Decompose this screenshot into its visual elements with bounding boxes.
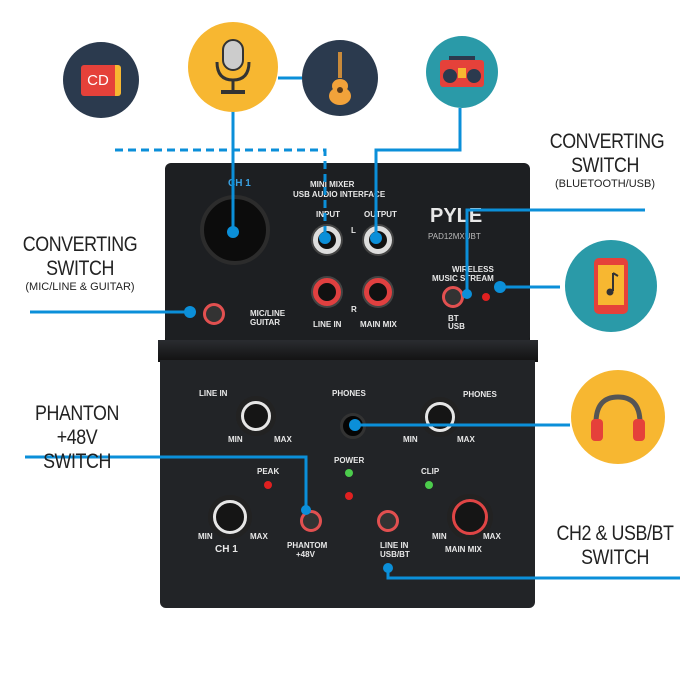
callout-title: SWITCH [43, 450, 111, 474]
bt-label: BT [448, 314, 459, 323]
ch1-gain-knob[interactable] [213, 500, 247, 534]
clip-led [425, 481, 433, 489]
max-label: MAX [250, 532, 268, 541]
callout-phantom-switch: PHANTON +48V SWITCH [12, 402, 142, 474]
callout-title: SWITCH [46, 257, 114, 281]
mixer-title-2: USB AUDIO INTERFACE [293, 190, 386, 199]
phones-center-label: PHONES [332, 389, 366, 398]
bt-usb-switch[interactable] [442, 286, 464, 308]
boombox-icon [426, 36, 498, 108]
cd-icon: CD [63, 42, 139, 118]
clip-label: CLIP [421, 467, 440, 476]
r-label: R [351, 305, 357, 314]
l-label: L [351, 226, 356, 235]
callout-title: SWITCH [571, 154, 639, 178]
max-label: MAX [274, 435, 292, 444]
music-stream-label: MUSIC STREAM [432, 274, 494, 283]
mixer-front-panel [160, 360, 535, 608]
microphone-icon [188, 22, 278, 112]
max-label: MAX [457, 435, 475, 444]
mixer-slope [158, 340, 538, 362]
guitar-label: GUITAR [250, 318, 281, 327]
callout-ch2-switch: CH2 & USB/BT SWITCH [545, 522, 685, 570]
line-in-label: LINE IN [313, 320, 342, 329]
callout-title: CONVERTING [22, 233, 138, 256]
sw-line-in-label: LINE IN [380, 541, 409, 550]
peak-label: PEAK [257, 467, 280, 476]
smartphone-music-icon [565, 240, 657, 332]
min-label: MIN [432, 532, 447, 541]
peak-led [264, 481, 272, 489]
mixer-title-1: MINI MIXER [310, 180, 355, 189]
phantom-switch[interactable] [300, 510, 322, 532]
max-label: MAX [483, 532, 501, 541]
wireless-label: WIRELESS [452, 265, 494, 274]
line-in-usb-bt-switch[interactable] [377, 510, 399, 532]
min-label: MIN [198, 532, 213, 541]
power-label: POWER [334, 456, 365, 465]
phones-knob-label: PHONES [463, 390, 497, 399]
power-led [345, 469, 353, 477]
sw-usb-bt-label: USB/BT [380, 550, 410, 559]
phones-knob[interactable] [425, 402, 455, 432]
callout-title: PHANTON +48V [35, 402, 119, 450]
min-label: MIN [403, 435, 418, 444]
callout-subtitle: (BLUETOOTH/USB) [554, 178, 656, 191]
callout-title: CONVERTING [549, 130, 665, 153]
main-mix-knob[interactable] [452, 499, 488, 535]
mic-line-label: MIC/LINE [250, 309, 286, 318]
callout-subtitle: (MIC/LINE & GUITAR) [25, 281, 135, 294]
bt-led [482, 293, 490, 301]
phantom-label: PHANTOM [287, 541, 328, 550]
phantom-48v-label: +48V [296, 550, 315, 559]
mic-guitar-switch[interactable] [203, 303, 225, 325]
callout-mic-guitar-switch: CONVERTING SWITCH (MIC/LINE & GUITAR) [10, 233, 150, 294]
headphones-icon [571, 370, 665, 464]
input-label: INPUT [316, 210, 340, 219]
line-in-rca-jack[interactable] [313, 278, 341, 306]
phantom-led [345, 492, 353, 500]
cd-label: CD [81, 64, 121, 96]
main-mix-rca-jack[interactable] [364, 278, 392, 306]
callout-title: SWITCH [581, 546, 649, 570]
line-in-knob-label: LINE IN [199, 389, 228, 398]
ch1-knob-label: CH 1 [215, 544, 238, 555]
main-mix-label: MAIN MIX [360, 320, 397, 329]
min-label: MIN [228, 435, 243, 444]
line-in-knob[interactable] [241, 401, 271, 431]
output-label: OUTPUT [364, 210, 397, 219]
callout-title: CH2 & USB/BT [556, 522, 674, 545]
usb-label: USB [448, 322, 465, 331]
ch1-label: CH 1 [228, 178, 251, 189]
main-mix-knob-label: MAIN MIX [445, 545, 482, 554]
model-number: PAD12MXUBT [428, 232, 481, 241]
callout-bt-usb-switch: CONVERTING SWITCH (BLUETOOTH/USB) [540, 130, 670, 191]
guitar-icon [302, 40, 378, 116]
input-rca-jack[interactable] [313, 226, 341, 254]
